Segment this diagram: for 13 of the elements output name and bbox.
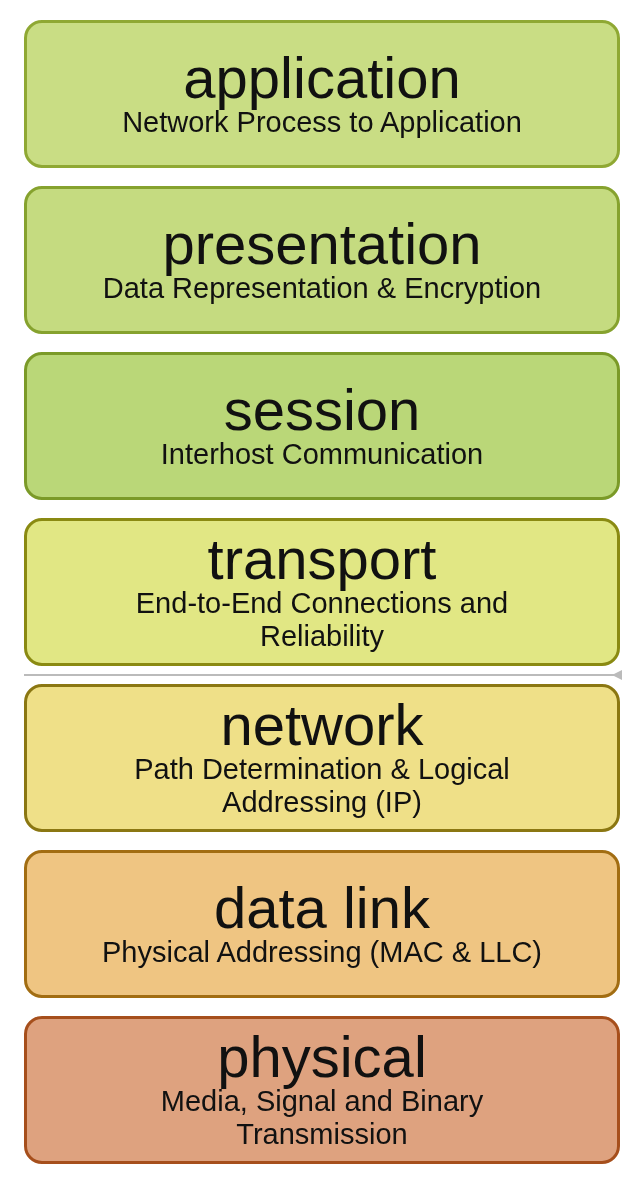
layer-name: data link [214,879,430,936]
layer-box [24,684,620,832]
layer-box [24,850,620,998]
layer-box [24,518,620,666]
layer-box [24,1016,620,1164]
layer-name: session [223,381,421,438]
layer-box [24,20,620,168]
layer-description: Interhost Communication [160,437,484,471]
layer-box [24,186,620,334]
layer-name: network [220,697,424,753]
layer-description: Path Determination & Logical Addressing (IP) [133,753,511,819]
layer-box [24,352,620,500]
layer-description: Physical Addressing (MAC & LLC) [102,935,542,969]
